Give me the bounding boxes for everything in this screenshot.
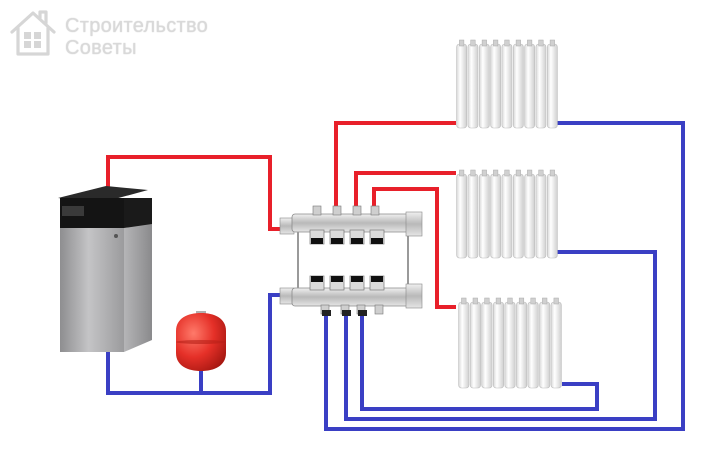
- radiator-fin: [501, 173, 513, 259]
- radiator-fin-cap: [495, 297, 501, 305]
- radiator-fin-cap: [504, 39, 510, 47]
- supply-pipe-boiler: [106, 155, 282, 231]
- radiator-fin: [535, 173, 547, 259]
- radiator-fin: [469, 301, 481, 389]
- radiator-fin: [512, 173, 524, 259]
- radiator-fin-cap: [459, 39, 465, 47]
- radiator-fin-cap: [515, 39, 521, 47]
- radiator-fin: [490, 43, 502, 129]
- return-pipe-radiator-3: [360, 305, 599, 411]
- radiator-fin-cap: [527, 169, 533, 177]
- radiator-fin: [524, 173, 535, 259]
- radiator-fin: [467, 43, 479, 129]
- radiator-fin-cap: [538, 169, 544, 177]
- watermark-text-line2: Советы: [65, 37, 137, 59]
- radiator-fin-cap: [542, 297, 548, 305]
- radiator-fin-cap: [549, 169, 555, 177]
- radiator-fin: [501, 43, 513, 129]
- radiator-fin: [539, 301, 551, 389]
- distribution-manifold-icon: [279, 205, 423, 316]
- house-icon: [10, 10, 56, 56]
- radiator-fin-cap: [504, 169, 510, 177]
- radiator-fin-cap: [484, 297, 490, 305]
- radiators: [456, 39, 562, 389]
- radiator-fin: [504, 301, 516, 389]
- supply-pipe-radiator-2: [354, 171, 456, 212]
- return-pipe-radiator-2: [344, 250, 657, 421]
- radiator-fin-cap: [472, 297, 478, 305]
- radiator-fin: [524, 43, 535, 129]
- radiator-fin-cap: [538, 39, 544, 47]
- supply-pipe-radiator-1: [334, 121, 456, 212]
- supply-pipe-radiator-3: [372, 187, 456, 309]
- radiator-fin: [456, 43, 468, 129]
- radiator-fin-cap: [481, 169, 487, 177]
- radiator-fin-cap: [459, 169, 465, 177]
- radiator-fin: [535, 43, 547, 129]
- radiator-fin: [478, 173, 490, 259]
- radiator-fin: [490, 173, 502, 259]
- radiator-fin-cap: [461, 297, 467, 305]
- return-pipe-radiator-1: [324, 121, 685, 431]
- radiator-fin-cap: [470, 169, 476, 177]
- radiator-fin-cap: [518, 297, 525, 305]
- watermark-text-line1: Строительство: [65, 15, 209, 37]
- radiator-2-icon: [456, 169, 558, 259]
- expansion-tank-icon: [176, 311, 226, 371]
- radiator-fin-cap: [493, 169, 499, 177]
- radiator-fin-cap: [530, 297, 536, 305]
- radiator-fin: [516, 301, 528, 389]
- radiator-fin: [458, 301, 470, 389]
- gas-boiler-icon: [58, 186, 152, 352]
- radiator-fin: [456, 173, 468, 259]
- radiator-fin-cap: [470, 39, 476, 47]
- radiator-3-icon: [458, 297, 562, 389]
- return-pipe-boiler: [106, 293, 282, 395]
- radiator-fin-cap: [493, 39, 499, 47]
- radiator-fin: [492, 301, 504, 389]
- radiator-fin-cap: [515, 169, 521, 177]
- radiator-fin: [527, 301, 539, 389]
- radiator-fin: [546, 173, 558, 259]
- radiator-fin: [546, 43, 558, 129]
- radiator-fin: [467, 173, 479, 259]
- radiator-fin-cap: [549, 39, 555, 47]
- supply-pipes: [106, 121, 456, 309]
- radiator-1-icon: [456, 39, 558, 129]
- radiator-fin: [550, 301, 562, 389]
- return-pipes: [106, 121, 685, 431]
- radiator-fin-cap: [553, 297, 559, 305]
- radiator-fin-cap: [527, 39, 533, 47]
- radiator-fin-cap: [507, 297, 513, 305]
- watermark-logo: Строительство Советы: [8, 8, 208, 62]
- radiator-fin: [481, 301, 493, 389]
- radiator-fin: [512, 43, 524, 129]
- radiator-fin: [478, 43, 490, 129]
- radiator-fin-cap: [481, 39, 487, 47]
